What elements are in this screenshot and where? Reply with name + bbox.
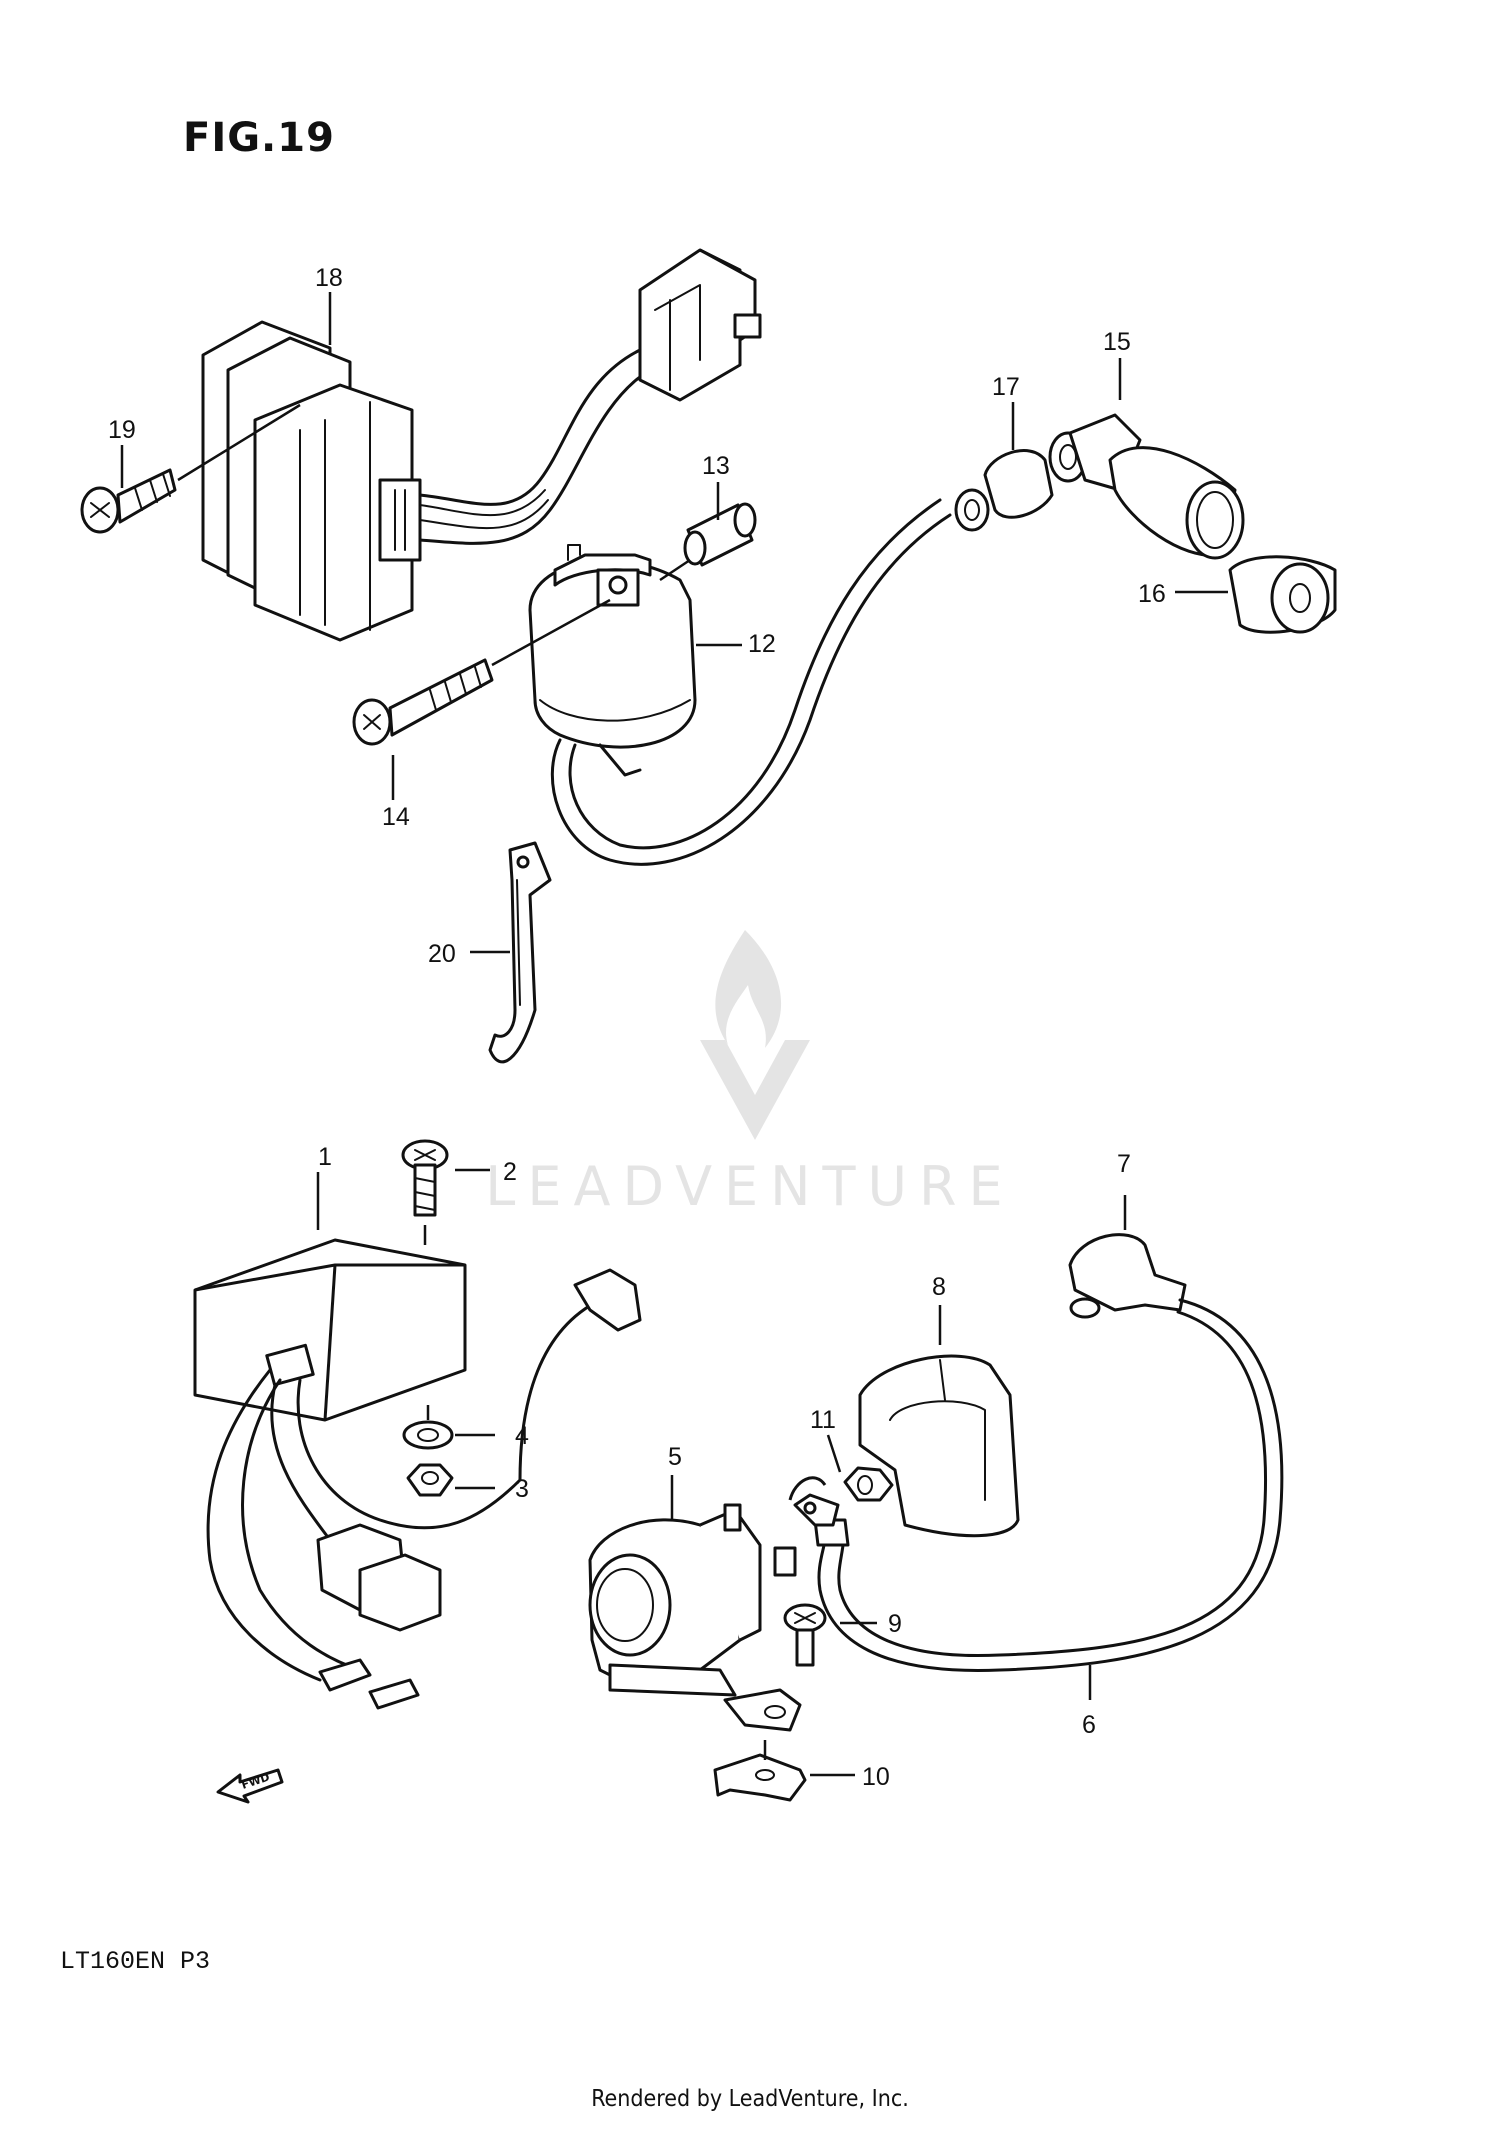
part-15-plug-cap[interactable] xyxy=(1048,413,1245,560)
callout-4: 4 xyxy=(515,1422,529,1450)
part-14-bolt[interactable] xyxy=(352,598,611,746)
part-18-regulator-rectifier[interactable] xyxy=(201,248,762,642)
part-20-clamp[interactable] xyxy=(470,841,552,1064)
part-9-screw[interactable] xyxy=(783,1603,877,1667)
part-6-starter-cable[interactable] xyxy=(788,1298,1284,1700)
callout-1: 1 xyxy=(318,1143,332,1171)
callout-labels: 1 2 3 4 5 6 7 8 9 10 11 12 13 14 15 16 1… xyxy=(108,264,1166,1791)
render-credit: Rendered by LeadVenture, Inc. xyxy=(591,2086,909,2112)
part-4-washer[interactable] xyxy=(402,1405,495,1450)
callout-9: 9 xyxy=(888,1610,902,1638)
callout-11: 11 xyxy=(810,1406,836,1434)
part-3-nut[interactable] xyxy=(406,1463,495,1497)
callout-20: 20 xyxy=(428,940,456,968)
part-12-ignition-coil[interactable] xyxy=(528,498,952,866)
callout-17: 17 xyxy=(992,373,1020,401)
callout-15: 15 xyxy=(1103,328,1131,356)
part-7-terminal-cap[interactable] xyxy=(1068,1195,1187,1319)
part-5-starter-relay[interactable] xyxy=(588,1503,802,1732)
callout-16: 16 xyxy=(1138,580,1166,608)
callout-18: 18 xyxy=(315,264,343,292)
part-16-cap-cover[interactable] xyxy=(1175,555,1337,634)
watermark: LEADVENTURE xyxy=(485,930,1014,1218)
watermark-flame-icon xyxy=(715,930,782,1048)
watermark-v-icon xyxy=(700,1040,810,1140)
callout-12: 12 xyxy=(748,630,776,658)
part-11-nut[interactable] xyxy=(826,1434,894,1502)
callout-8: 8 xyxy=(932,1273,946,1301)
part-19-screw[interactable] xyxy=(80,403,301,534)
callout-7: 7 xyxy=(1117,1150,1131,1178)
callout-3: 3 xyxy=(515,1475,529,1503)
part-13-sleeve[interactable] xyxy=(683,502,757,567)
callout-10: 10 xyxy=(862,1763,890,1791)
part-2-screw[interactable] xyxy=(401,1139,490,1245)
callout-6: 6 xyxy=(1082,1711,1096,1739)
model-code: LT160EN P3 xyxy=(60,1947,210,1976)
part-1-cdi-unit[interactable] xyxy=(193,1238,642,1710)
callout-13: 13 xyxy=(702,452,730,480)
callout-leaders xyxy=(120,292,1122,1520)
callout-14: 14 xyxy=(382,803,410,831)
callout-2: 2 xyxy=(503,1158,517,1186)
part-17-cap-seal[interactable] xyxy=(954,449,1054,532)
callout-19: 19 xyxy=(108,416,136,444)
watermark-text: LEADVENTURE xyxy=(485,1155,1014,1218)
figure-title: FIG.19 xyxy=(183,115,335,161)
fwd-arrow: FWD xyxy=(216,1768,284,1804)
part-8-terminal-cover[interactable] xyxy=(858,1305,1020,1538)
part-10-bracket[interactable] xyxy=(713,1740,855,1802)
callout-5: 5 xyxy=(668,1443,682,1471)
